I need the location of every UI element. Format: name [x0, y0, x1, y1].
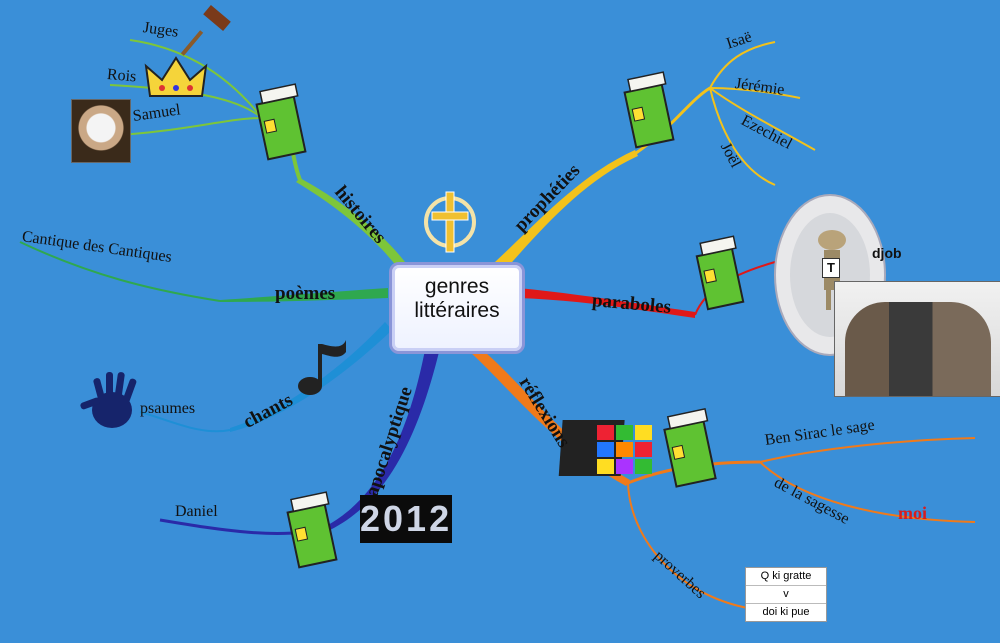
branch-chants-line [230, 322, 392, 432]
branch-paraboles-line [518, 288, 695, 318]
book-icon-histoires [255, 83, 307, 161]
branch-apocalyptique-line [326, 345, 440, 530]
book-icon-propheties [623, 71, 675, 149]
center-title-line1: genres [424, 275, 490, 298]
music-note-icon [298, 340, 346, 395]
portrait-photo [71, 99, 131, 163]
band-photo [834, 281, 1000, 397]
leaf-rois[interactable]: Rois [106, 66, 138, 86]
branch-reflexions-line [470, 348, 630, 486]
annotation-moi: moi [898, 503, 927, 523]
book-icon-reflexions [663, 408, 717, 488]
branch-propheties-line [495, 150, 638, 270]
leaf-daniel[interactable]: Daniel [175, 503, 218, 520]
note-line3: doi ki pue [762, 606, 810, 618]
note-line1: Q ki gratte [746, 568, 826, 586]
band-members [845, 302, 991, 396]
annotation-djob: djob [872, 245, 902, 261]
year-2012-image: 2012 [360, 495, 452, 543]
book-icon-paraboles [695, 235, 745, 311]
branch-poemes-line [220, 288, 388, 302]
center-node[interactable]: genres littéraires [389, 262, 525, 354]
leaf-psaumes[interactable]: psaumes [140, 400, 196, 417]
gavel-icon [180, 5, 231, 56]
branch-poemes[interactable]: poèmes [275, 283, 336, 304]
book-icon-apocalyptique [286, 491, 338, 569]
rubik-cube-icon [558, 420, 652, 476]
crown-icon [144, 56, 208, 97]
note-box[interactable]: Q ki gratte v doi ki pue [745, 567, 827, 622]
cross-icon [424, 191, 476, 253]
note-line2: v [746, 586, 826, 604]
branch-histoires-line [296, 178, 405, 268]
center-title-line2: littéraires [414, 299, 500, 322]
badge-t: T [822, 258, 840, 278]
hand-print-icon [80, 372, 137, 428]
